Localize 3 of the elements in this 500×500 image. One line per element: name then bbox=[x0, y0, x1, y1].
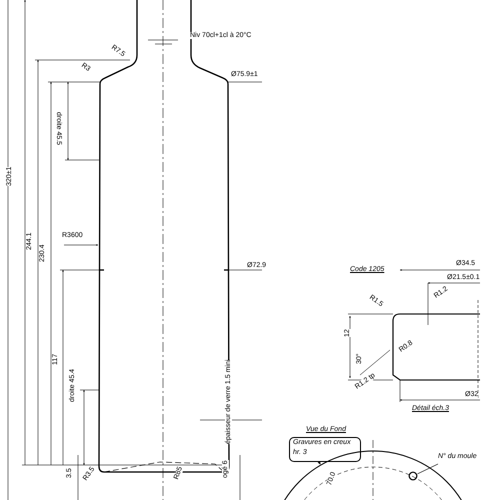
leader-line bbox=[318, 461, 321, 464]
leader-line bbox=[417, 464, 438, 474]
ring-mark bbox=[408, 471, 418, 481]
